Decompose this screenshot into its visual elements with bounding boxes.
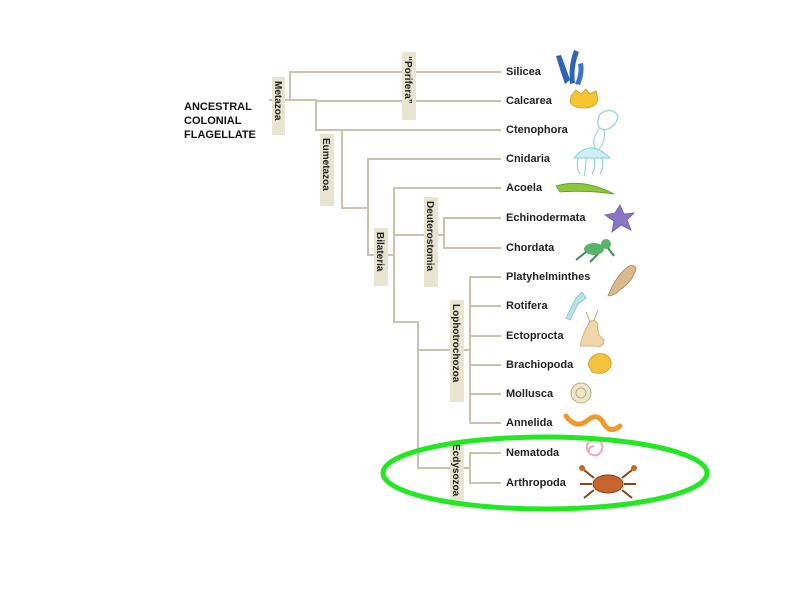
frog-icon: [576, 239, 614, 262]
taxon-label-echinodermata: Echinodermata: [506, 212, 586, 224]
root-label-line-3: FLAGELLATE: [184, 129, 256, 141]
segmented-worm-icon: [566, 416, 620, 430]
svg-text:Lophotrochozoa: Lophotrochozoa: [450, 304, 461, 383]
rotifer-icon: [566, 292, 586, 320]
sponge-icon: [556, 50, 584, 85]
crab-icon: [579, 465, 637, 498]
taxon-label-chordata: Chordata: [506, 242, 555, 254]
branch-metazoa-stem: [290, 100, 316, 103]
taxon-label-nematoda: Nematoda: [506, 447, 560, 459]
taxon-label-annelida: Annelida: [506, 417, 553, 429]
comb-jelly-icon: [594, 110, 618, 150]
flatworm-icon: [608, 265, 636, 296]
taxon-label-cnidaria: Cnidaria: [506, 153, 551, 165]
taxon-label-ectoprocta: Ectoprocta: [506, 330, 564, 342]
taxon-label-platyhelminthes: Platyhelminthes: [506, 271, 590, 283]
svg-text:Metazoa: Metazoa: [272, 81, 283, 121]
svg-text:“Porifera”: “Porifera”: [402, 56, 413, 104]
sea-star-icon: [605, 205, 634, 232]
taxon-label-rotifera: Rotifera: [506, 300, 548, 312]
svg-text:Eumetazoa: Eumetazoa: [320, 138, 331, 191]
bryozoan-icon: [580, 310, 604, 346]
clade-label-porifera: “Porifera”: [402, 52, 416, 120]
brachiopod-icon: [588, 354, 611, 374]
taxon-label-calcarea: Calcarea: [506, 95, 553, 107]
clade-label-ecdysozoa: Ecdysozoa: [450, 440, 464, 508]
roundworm-icon: [587, 440, 602, 455]
taxon-label-mollusca: Mollusca: [506, 388, 554, 400]
clade-label-eumetazoa: Eumetazoa: [320, 134, 334, 206]
snail-icon: [571, 383, 591, 403]
jellyfish-icon: [574, 148, 610, 176]
clade-label-metazoa: Metazoa: [272, 77, 285, 135]
acoel-worm-icon: [556, 183, 614, 194]
taxon-label-brachiopoda: Brachiopoda: [506, 359, 574, 371]
clade-label-deuterostomia: Deuterostomia: [424, 197, 438, 287]
clade-label-bilateria: Bilateria: [374, 228, 388, 286]
clade-label-lophotrochozoa: Lophotrochozoa: [450, 300, 464, 402]
calcareous-sponge-icon: [570, 89, 598, 108]
svg-text:Bilateria: Bilateria: [374, 232, 385, 272]
taxon-label-acoela: Acoela: [506, 182, 543, 194]
svg-text:Deuterostomia: Deuterostomia: [424, 201, 435, 271]
root-label-line-1: ANCESTRAL: [184, 101, 252, 113]
taxon-label-arthropoda: Arthropoda: [506, 477, 567, 489]
taxon-label-ctenophora: Ctenophora: [506, 124, 569, 136]
svg-text:Ecdysozoa: Ecdysozoa: [450, 444, 461, 497]
taxon-label-silicea: Silicea: [506, 66, 542, 78]
branch-ecdysozoa-stem: [418, 412, 444, 468]
root-label-line-2: COLONIAL: [184, 115, 242, 127]
